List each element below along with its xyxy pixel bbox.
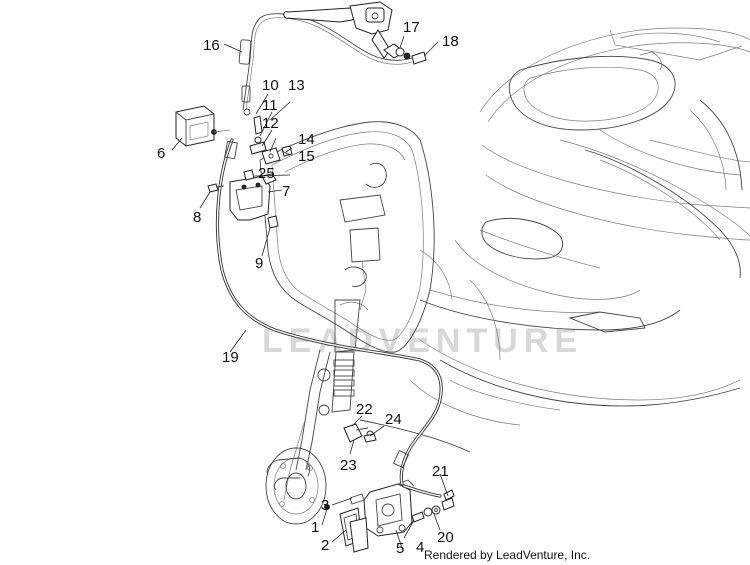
callout-4: 4 <box>416 539 424 556</box>
callout-13: 13 <box>288 77 305 94</box>
callout-8: 8 <box>193 209 201 226</box>
callout-15: 15 <box>298 148 315 165</box>
brake-pads <box>339 507 369 553</box>
callout-labels: 1 2 3 4 5 6 7 8 9 10 11 12 13 14 15 16 1… <box>157 19 459 557</box>
callout-25: 25 <box>258 165 275 182</box>
screw-8 <box>207 183 225 193</box>
brake-hose <box>215 138 443 486</box>
small-hardware <box>243 115 293 181</box>
clip-9 <box>267 215 279 229</box>
callout-11: 11 <box>262 97 278 114</box>
callout-19: 19 <box>222 349 239 366</box>
front-fork <box>283 299 361 501</box>
mounting-bracket <box>229 173 277 221</box>
callout-21: 21 <box>432 463 449 480</box>
callout-14: 14 <box>298 131 315 148</box>
banjo-bolt-caliper <box>402 484 455 517</box>
leader-lines <box>171 35 449 549</box>
callout-1: 1 <box>311 519 319 536</box>
scooter-body <box>359 27 750 453</box>
abs-control-unit <box>175 105 231 147</box>
legshield-frame <box>259 121 435 353</box>
caliper-bolt <box>411 511 425 523</box>
callout-20: 20 <box>437 529 454 546</box>
brake-caliper <box>363 479 415 537</box>
callout-22: 22 <box>356 401 373 418</box>
callout-7: 7 <box>282 183 290 200</box>
front-disc <box>265 447 327 525</box>
callout-12: 12 <box>262 115 279 132</box>
callout-10: 10 <box>262 77 279 94</box>
callout-9: 9 <box>255 255 263 272</box>
speed-sensor <box>343 423 377 443</box>
callout-6: 6 <box>157 145 165 162</box>
callout-24: 24 <box>385 411 402 428</box>
callout-2: 2 <box>321 537 329 554</box>
upper-brake-pipe <box>238 13 413 116</box>
banjo-bolt-top <box>383 43 427 65</box>
callout-3: 3 <box>321 497 329 514</box>
callout-17: 17 <box>403 19 420 36</box>
credit-text: Rendered by LeadVenture, Inc. <box>424 548 590 562</box>
callout-5: 5 <box>396 540 404 557</box>
callout-23: 23 <box>340 457 357 474</box>
pad-spring <box>349 493 365 505</box>
callout-18: 18 <box>442 33 459 50</box>
callout-16: 16 <box>203 37 220 54</box>
master-cylinder <box>283 1 393 59</box>
